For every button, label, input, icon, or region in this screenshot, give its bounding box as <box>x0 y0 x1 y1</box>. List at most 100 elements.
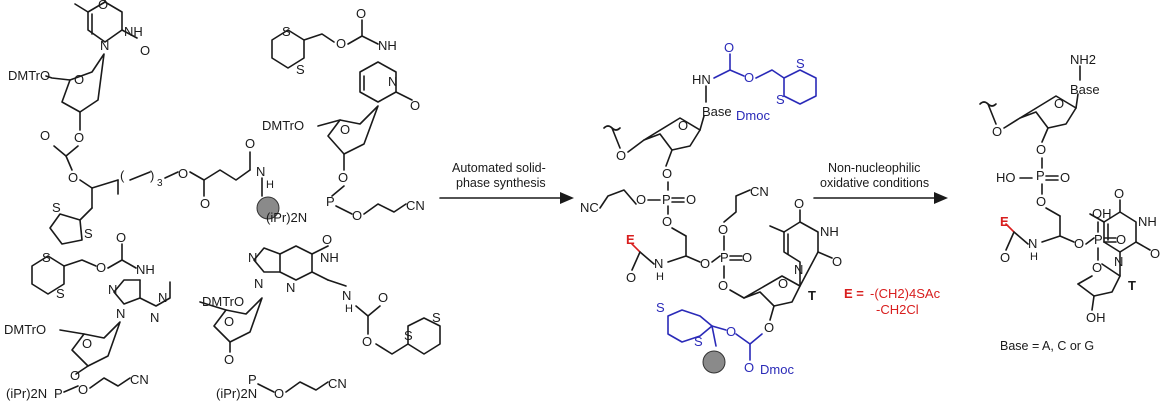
label-o: O <box>82 336 92 351</box>
label-dmtro: DMTrO <box>262 118 304 133</box>
solid-support-bead <box>256 196 280 220</box>
label-dmoc: Dmoc <box>736 108 770 123</box>
label-o: O <box>764 320 774 335</box>
label-o: O <box>74 72 84 87</box>
arrow2-line2: oxidative conditions <box>820 176 929 190</box>
label-ipr2n: (iPr)2N <box>216 386 257 401</box>
label-o: O <box>1116 232 1126 247</box>
label-n: N <box>108 282 117 297</box>
label-e: E <box>1000 214 1009 229</box>
label-n: N <box>150 310 159 325</box>
label-nh: NH <box>124 24 143 39</box>
label-o: O <box>718 222 728 237</box>
label-base: Base <box>1070 82 1100 97</box>
label-s-blue: S <box>656 300 665 315</box>
arrow1-line1: Automated solid- <box>452 161 546 175</box>
label-n: N <box>342 288 351 303</box>
label-o: O <box>636 192 646 207</box>
label-p: P <box>54 386 63 401</box>
label-s-blue: S <box>796 56 805 71</box>
label-n: N <box>1028 236 1037 251</box>
label-e-def: E = <box>844 286 864 301</box>
label-o: O <box>178 166 188 181</box>
label-s-blue: S <box>694 334 703 349</box>
label-ipr2n: (iPr)2N <box>266 210 307 225</box>
label-cn: CN <box>328 376 347 391</box>
label-o: O <box>378 290 388 305</box>
label-e-def2: -CH2Cl <box>876 302 919 317</box>
label-cn: CN <box>406 198 425 213</box>
label-o: O <box>678 118 688 133</box>
label-sub3: 3 <box>157 178 163 189</box>
label-s: S <box>282 24 291 39</box>
label-s: S <box>52 200 61 215</box>
label-hn: HN <box>692 72 711 87</box>
label-o: O <box>322 232 332 247</box>
label-p: P <box>326 194 335 209</box>
label-s: S <box>42 250 51 265</box>
arrow1-line2: phase synthesis <box>456 176 546 190</box>
label-o: O <box>662 166 672 181</box>
label-o: O <box>616 148 626 163</box>
label-nh: NH <box>378 38 397 53</box>
label-o: O <box>1036 194 1046 209</box>
label-o: O <box>98 0 108 12</box>
label-e: E <box>626 232 635 247</box>
label-s: S <box>84 226 93 241</box>
label-o-blue: O <box>726 324 736 339</box>
label-n: N <box>654 256 663 271</box>
label-o: O <box>1074 236 1084 251</box>
label-o: O <box>742 250 752 265</box>
label-o: O <box>1054 96 1064 111</box>
label-nh: N <box>256 164 265 179</box>
label-n: N <box>100 38 109 53</box>
intermediate-oligo: O O Base HN O O S S Dmoc O P O O NC O <box>580 40 941 377</box>
label-ho: HO <box>996 170 1016 185</box>
label-n: N <box>794 262 803 277</box>
label-o: O <box>336 36 346 51</box>
label-n: N <box>388 74 397 89</box>
label-s: S <box>432 310 441 325</box>
label-o: O <box>410 98 420 113</box>
label-o: O <box>992 124 1002 139</box>
label-o: O <box>40 128 50 143</box>
label-p: P <box>662 192 671 207</box>
label-nh: NH <box>820 224 839 239</box>
reagent-dc-phosphoramidite: S S O O NH O N DMTrO O O P (iPr)2N O CN <box>262 6 425 225</box>
label-n: N <box>158 290 167 305</box>
label-dmtro: DMTrO <box>4 322 46 337</box>
label-o: O <box>274 386 284 401</box>
label-p: P <box>1036 168 1045 183</box>
label-o: O <box>700 256 710 271</box>
label-cn: CN <box>130 372 149 387</box>
label-n: N <box>286 280 295 295</box>
label-s-blue: S <box>776 92 785 107</box>
label-s: S <box>296 62 305 77</box>
label-h: H <box>1030 251 1038 263</box>
label-nh: NH <box>320 250 339 265</box>
label-ipr2n: (iPr)2N <box>6 386 47 401</box>
label-dmoc-2: Dmoc <box>760 362 794 377</box>
label-o: O <box>1150 246 1160 261</box>
label-s: S <box>404 328 413 343</box>
label-o: O <box>68 170 78 185</box>
label-p: P <box>720 250 729 265</box>
reagent-thymidine-support: O NH O N DMTrO O O O O ( ) 3 O O O N H <box>8 0 280 245</box>
label-nh: NH <box>136 262 155 277</box>
solid-support-bead <box>702 350 726 374</box>
label-t: T <box>808 288 816 303</box>
label-cn: CN <box>750 184 769 199</box>
label-o: O <box>662 214 672 229</box>
label-o: O <box>356 6 366 21</box>
label-o-blue: O <box>724 40 734 55</box>
label-h: H <box>266 179 274 191</box>
label-dmtro: DMTrO <box>202 294 244 309</box>
label-oh: OH <box>1086 310 1106 325</box>
label-o: O <box>78 382 88 397</box>
label-o: O <box>362 334 372 349</box>
label-o: O <box>1060 170 1070 185</box>
label-o: O <box>340 122 350 137</box>
label-nh: NH <box>1138 214 1157 229</box>
